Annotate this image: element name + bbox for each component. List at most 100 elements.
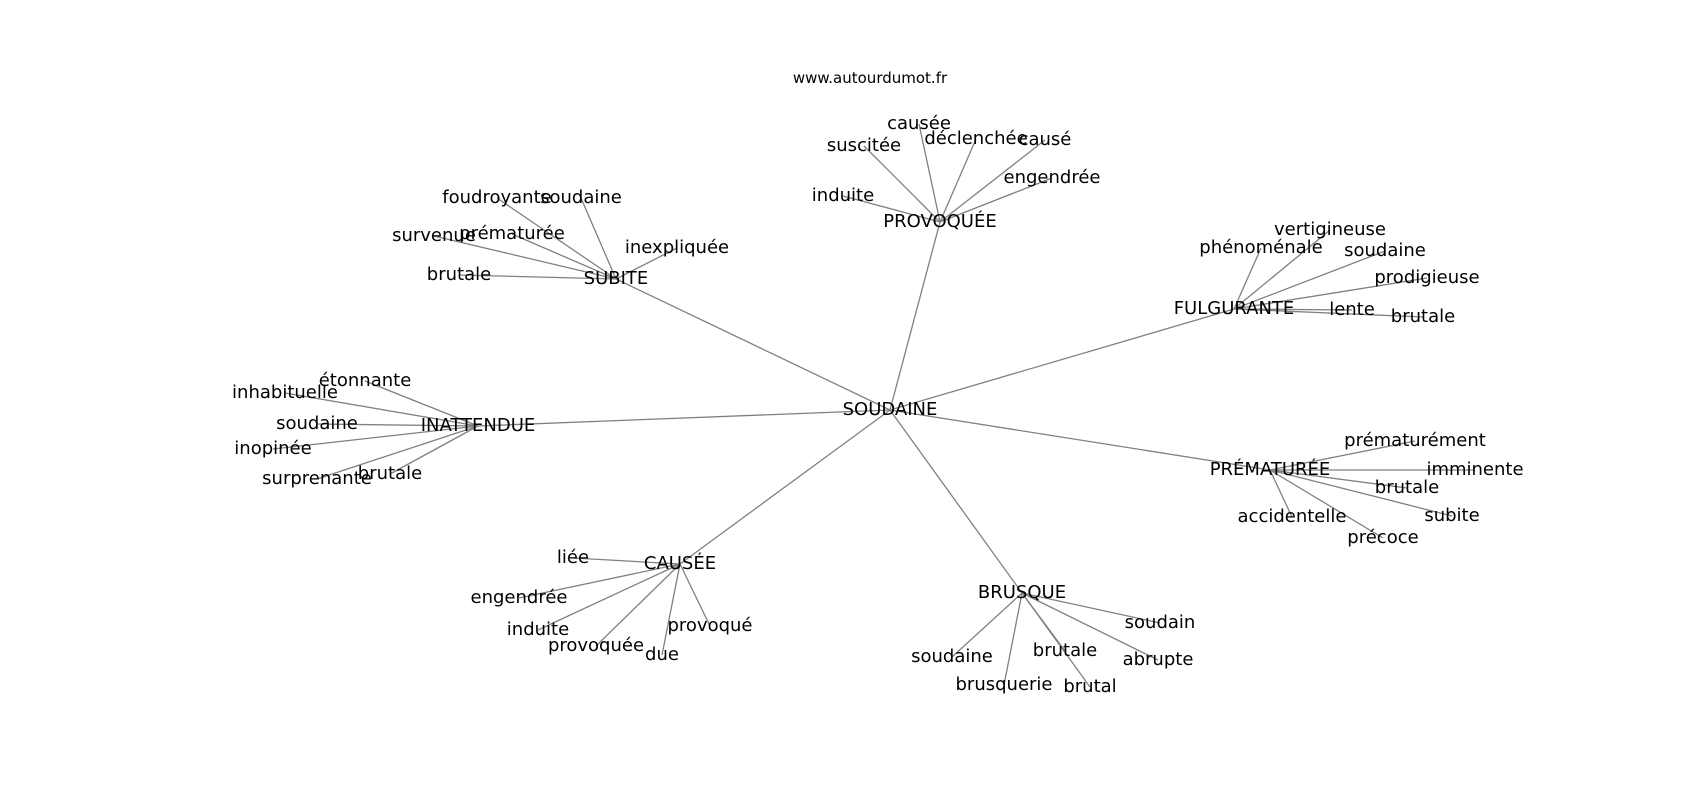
edge-center-hub — [477, 409, 891, 427]
word-node: survenue — [392, 225, 476, 246]
word-node: inexpliquée — [625, 237, 729, 258]
word-node: brutale — [1033, 640, 1097, 661]
word-node: accidentelle — [1238, 506, 1347, 527]
word-node: due — [645, 644, 679, 665]
edge-center-hub — [889, 221, 941, 411]
edge-hub-word — [615, 247, 678, 280]
word-node: surprenante — [262, 468, 372, 489]
word-node: soudaine — [540, 187, 622, 208]
edge-hub-word — [580, 197, 617, 280]
word-node: suscitée — [827, 135, 901, 156]
word-node: subite — [1424, 505, 1479, 526]
edge-hub-word — [511, 233, 617, 280]
edge-hub-word — [1233, 308, 1424, 318]
edge-center-hub — [889, 409, 1023, 594]
edge-hub-word — [518, 563, 681, 599]
word-node: soudaine — [1344, 240, 1426, 261]
word-node: engendrée — [471, 587, 568, 608]
edge-hub-word — [679, 563, 711, 627]
edge-hub-word — [572, 557, 681, 565]
edge-hub-word — [1233, 247, 1262, 310]
word-node: inopinée — [234, 438, 311, 459]
word-node: provoqué — [667, 615, 752, 636]
edge-hub-word — [939, 139, 1046, 223]
edge-center-hub — [889, 308, 1235, 411]
edge-center-hub — [889, 409, 1271, 471]
edge-hub-word — [458, 274, 617, 280]
edge-hub-word — [364, 380, 479, 427]
edge-center-hub — [615, 278, 891, 411]
edge-hub-word — [918, 123, 941, 223]
word-node: inhabituelle — [232, 382, 338, 403]
word-node: phénoménale — [1199, 237, 1322, 258]
word-node: brutal — [1063, 676, 1116, 697]
edge-hub-word — [1003, 592, 1023, 686]
edge-hub-word — [939, 177, 1053, 223]
edge-hub-word — [939, 138, 977, 223]
hub-node: FULGURANTE — [1174, 298, 1295, 319]
word-node: prématurément — [1344, 430, 1486, 451]
center-node: SOUDAINE — [843, 399, 938, 420]
edge-hub-word — [1021, 592, 1161, 624]
graph-edges — [272, 123, 1475, 688]
word-node: engendrée — [1004, 167, 1101, 188]
edge-hub-word — [1233, 277, 1428, 310]
edge-hub-word — [1233, 308, 1353, 311]
edge-hub-word — [595, 563, 681, 647]
edge-hub-word — [1233, 229, 1331, 310]
word-node: causée — [887, 113, 951, 134]
edge-hub-word — [661, 563, 681, 656]
word-node: provoquée — [548, 635, 644, 656]
source-credit: www.autourdumot.fr — [793, 69, 948, 87]
word-node: lente — [1329, 299, 1375, 320]
word-node: brutale — [427, 264, 491, 285]
edge-hub-word — [1269, 440, 1416, 471]
edge-hub-word — [284, 392, 479, 427]
edge-hub-word — [433, 235, 617, 280]
word-node: induite — [507, 619, 569, 640]
edge-hub-word — [1021, 592, 1091, 688]
word-node: déclenchée — [924, 128, 1027, 149]
edge-hub-word — [389, 425, 479, 475]
hub-node: SUBITE — [584, 268, 649, 289]
edge-hub-word — [1269, 469, 1384, 539]
word-node: brutale — [1391, 306, 1455, 327]
edge-hub-word — [1021, 592, 1159, 661]
word-node: étonnante — [319, 370, 412, 391]
word-node: brutale — [1375, 477, 1439, 498]
edge-hub-word — [842, 195, 941, 223]
edge-hub-word — [316, 423, 479, 427]
edge-hub-word — [496, 197, 617, 280]
edge-hub-word — [951, 592, 1023, 658]
word-node: soudaine — [911, 646, 993, 667]
hub-node: CAUSÉE — [644, 552, 716, 574]
word-node: liée — [557, 547, 589, 568]
hub-node: PROVOQUÉE — [883, 210, 996, 232]
word-node: prématurée — [459, 223, 565, 244]
edge-hub-word — [272, 425, 479, 450]
word-node: induite — [812, 185, 874, 206]
edge-hub-word — [1269, 469, 1293, 518]
word-node: causé — [1019, 129, 1072, 150]
word-node: soudain — [1125, 612, 1196, 633]
hub-node: PRÉMATURÉE — [1210, 458, 1331, 480]
word-node: abrupte — [1123, 649, 1194, 670]
edge-hub-word — [863, 145, 941, 223]
edge-hub-word — [537, 563, 681, 631]
word-node: vertigineuse — [1274, 219, 1386, 240]
edge-center-hub — [679, 409, 891, 565]
word-node: prodigieuse — [1374, 267, 1479, 288]
edge-hub-word — [316, 425, 479, 480]
edge-hub-word — [1269, 469, 1408, 489]
hub-node: INATTENDUE — [421, 415, 536, 436]
word-node: soudaine — [276, 413, 358, 434]
word-node: brusquerie — [956, 674, 1053, 695]
word-node: brutale — [358, 463, 422, 484]
word-node: foudroyante — [442, 187, 551, 208]
word-node: imminente — [1426, 459, 1523, 480]
edge-hub-word — [1269, 469, 1453, 517]
word-node: précoce — [1347, 527, 1418, 548]
hub-node: BRUSQUE — [978, 582, 1066, 603]
